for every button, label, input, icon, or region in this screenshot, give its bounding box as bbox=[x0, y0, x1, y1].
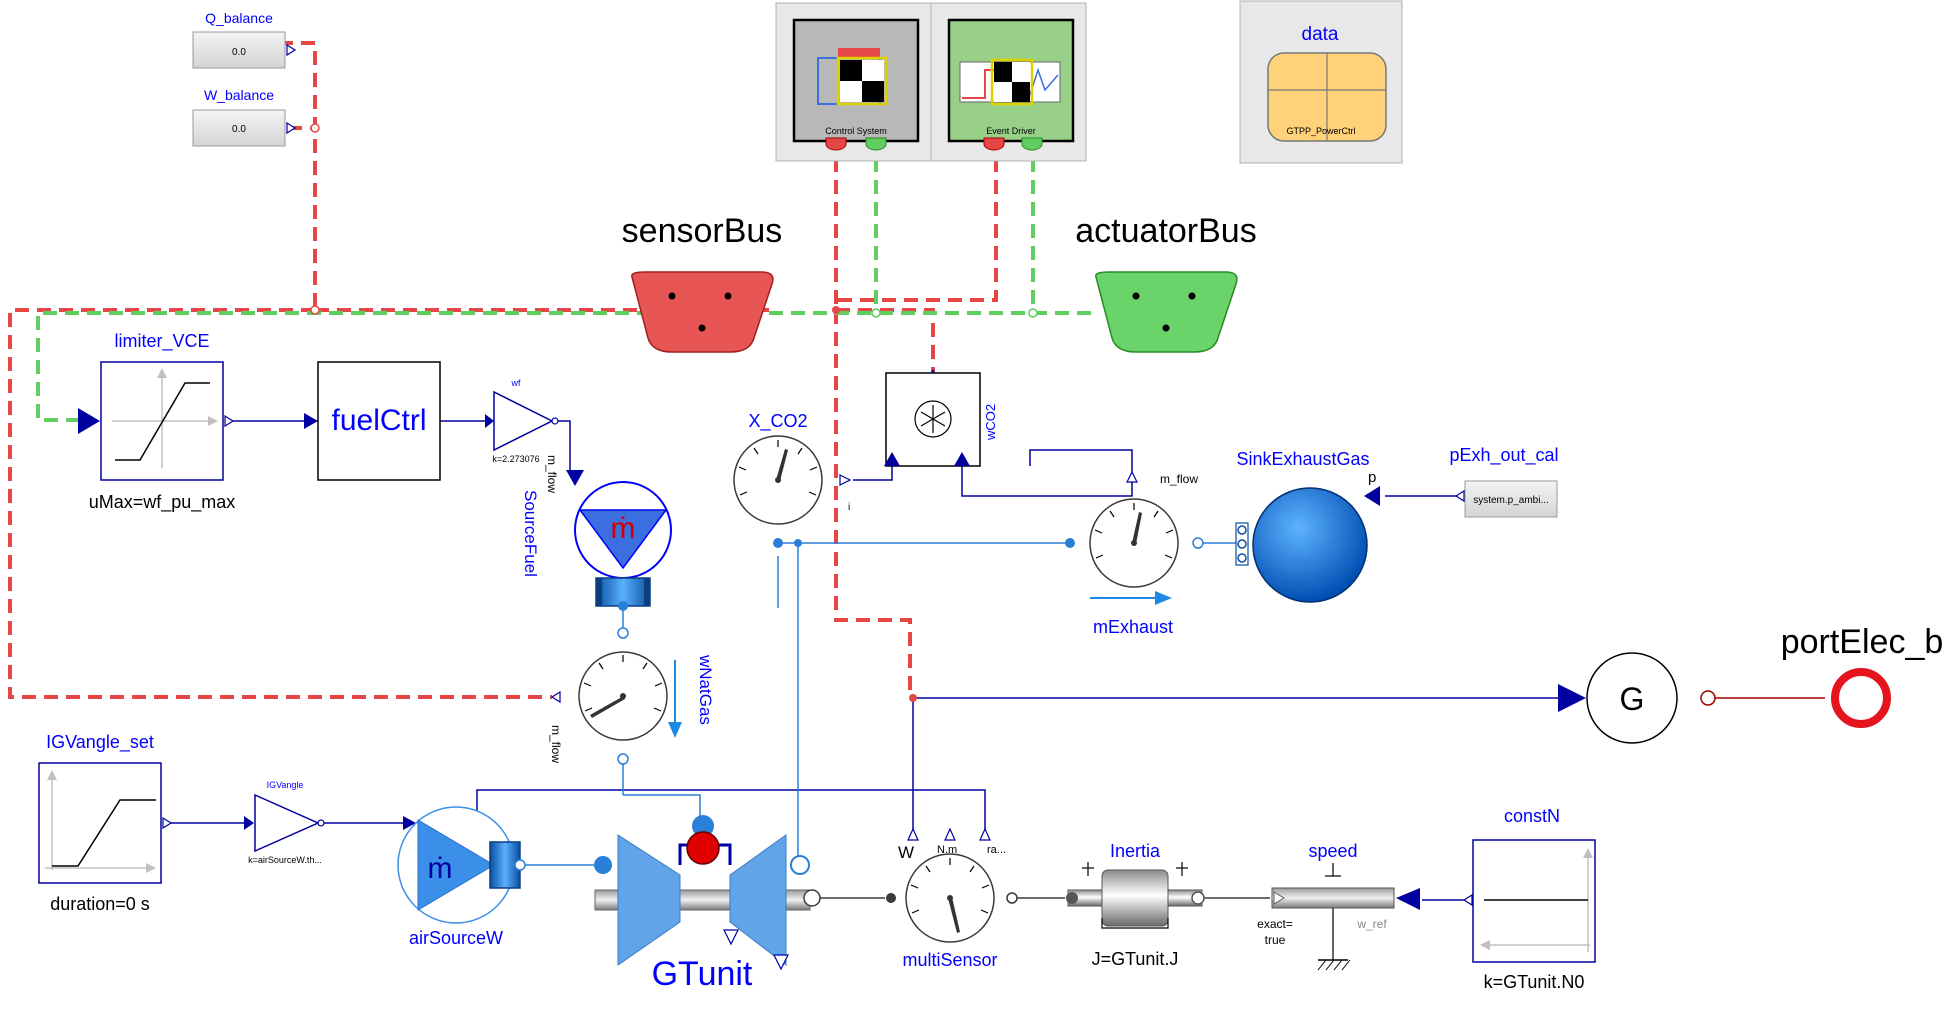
air-source-label: airSourceW bbox=[409, 928, 503, 948]
m-flow-label-1: m_flow bbox=[545, 455, 559, 493]
generator-block[interactable]: G bbox=[1558, 652, 1716, 744]
w-balance-display: W_balance 0.0 bbox=[192, 87, 297, 147]
w-port-label: W bbox=[898, 843, 914, 862]
mdot-icon-1: ṁ bbox=[611, 512, 636, 545]
limiter-vce-block[interactable]: limiter_VCE uMax=wf_pu_max bbox=[78, 331, 235, 513]
m-exhaust-label: mExhaust bbox=[1093, 617, 1173, 637]
p-label: p bbox=[1368, 469, 1376, 486]
port-elec-b[interactable]: portElec_b bbox=[1781, 623, 1944, 728]
igv-set-label: IGVangle_set bbox=[46, 732, 154, 753]
igv-gain-label: IGVangle bbox=[267, 780, 304, 790]
actuator-bus[interactable]: actuatorBus bbox=[1075, 212, 1257, 353]
inertia-param: J=GTunit.J bbox=[1092, 949, 1179, 969]
w-balance-value: 0.0 bbox=[232, 124, 246, 135]
data-record-name: GTPP_PowerCtrl bbox=[1286, 126, 1355, 136]
gt-unit-label: GTunit bbox=[652, 955, 753, 993]
mexhaust-sensor[interactable]: m_flow mExhaust bbox=[1029, 449, 1204, 637]
mechanical-lines bbox=[812, 697, 1825, 899]
wnatgas-sensor[interactable]: m_flow wNatGas bbox=[549, 627, 715, 765]
x-co2-port-label: i bbox=[848, 502, 850, 513]
wf-k: k=2.273076 bbox=[492, 454, 539, 464]
multi-sensor-label: multiSensor bbox=[902, 950, 997, 970]
wnatgas-label: wNatGas bbox=[696, 654, 715, 725]
const-n-block[interactable]: constN k=GTunit.N0 bbox=[1462, 806, 1596, 992]
exact-value: true bbox=[1265, 933, 1286, 947]
data-label: data bbox=[1302, 24, 1339, 45]
generator-G-label: G bbox=[1620, 681, 1645, 717]
w-balance-label: W_balance bbox=[204, 87, 274, 103]
sink-exhaust-label: SinkExhaustGas bbox=[1236, 449, 1369, 469]
const-n-label: constN bbox=[1504, 806, 1560, 826]
pexh-out-cal-block[interactable]: pExh_out_cal system.p_ambi... bbox=[1449, 445, 1559, 518]
limiter-param: uMax=wf_pu_max bbox=[89, 492, 236, 513]
source-fuel-label: SourceFuel bbox=[521, 490, 540, 577]
x-co2-sensor[interactable]: X_CO2 i bbox=[733, 411, 852, 548]
m-flow-label-2: m_flow bbox=[1160, 472, 1198, 486]
event-driver-block[interactable]: Event Driver bbox=[930, 2, 1087, 162]
actuator-bus-label: actuatorBus bbox=[1075, 212, 1256, 250]
gt-unit-block[interactable]: GTunit bbox=[594, 815, 821, 993]
sensor-bus-label: sensorBus bbox=[622, 212, 783, 250]
sink-exhaust-gas[interactable]: SinkExhaustGas p bbox=[1235, 449, 1380, 603]
signal-lines bbox=[167, 373, 1560, 901]
w-ref-label: w_ref bbox=[1356, 917, 1387, 931]
const-param: k=GTunit.N0 bbox=[1484, 972, 1585, 992]
q-balance-value: 0.0 bbox=[232, 47, 246, 58]
inertia-block[interactable]: Inertia J=GTunit.J bbox=[1066, 841, 1205, 969]
fluid-lines bbox=[520, 542, 1240, 866]
port-elec-label: portElec_b bbox=[1781, 623, 1944, 661]
sensor-bus[interactable]: sensorBus bbox=[622, 212, 783, 353]
igv-angle-set-block[interactable]: IGVangle_set duration=0 s bbox=[38, 732, 173, 914]
data-record-block[interactable]: data GTPP_PowerCtrl bbox=[1239, 0, 1403, 164]
gain-wf-block[interactable]: wf k=2.273076 m_flow bbox=[485, 378, 559, 493]
igv-angle-gain[interactable]: IGVangle k=airSourceW.th... bbox=[244, 780, 325, 865]
ra-port-label: ra... bbox=[987, 844, 1006, 856]
multi-sensor-block[interactable]: W N.m ra... multiSensor bbox=[898, 827, 1018, 970]
speed-label: speed bbox=[1308, 841, 1357, 861]
limiter-label: limiter_VCE bbox=[114, 331, 209, 352]
pexh-value: system.p_ambi... bbox=[1473, 495, 1549, 506]
fuel-ctrl-block[interactable]: fuelCtrl bbox=[304, 361, 441, 481]
x-co2-label: X_CO2 bbox=[748, 411, 807, 432]
igv-k: k=airSourceW.th... bbox=[248, 855, 322, 865]
speed-block[interactable]: speed exact= true w_ref bbox=[1257, 841, 1420, 971]
inertia-label: Inertia bbox=[1110, 841, 1161, 861]
q-balance-label: Q_balance bbox=[205, 10, 273, 26]
pexh-label: pExh_out_cal bbox=[1449, 445, 1558, 466]
wf-label: wf bbox=[511, 378, 521, 388]
control-system-label: Control System bbox=[825, 126, 887, 136]
nm-port-label: N.m bbox=[937, 844, 957, 856]
junction-dots bbox=[310, 123, 1038, 903]
igv-param: duration=0 s bbox=[50, 894, 150, 914]
exact-label: exact= bbox=[1257, 917, 1293, 931]
m-flow-label-3: m_flow bbox=[549, 725, 563, 763]
event-driver-label: Event Driver bbox=[986, 126, 1036, 136]
wco2-product-block[interactable]: wCO2 bbox=[884, 368, 998, 467]
q-balance-display: Q_balance 0.0 bbox=[192, 10, 297, 69]
source-fuel-block[interactable]: SourceFuel ṁ bbox=[521, 470, 672, 611]
control-system-block[interactable]: Control System bbox=[775, 2, 932, 162]
air-source-w[interactable]: ṁ airSourceW bbox=[397, 806, 526, 948]
wco2-label: wCO2 bbox=[983, 404, 998, 441]
mdot-icon-2: ṁ bbox=[428, 852, 453, 885]
fuel-ctrl-label: fuelCtrl bbox=[331, 404, 426, 437]
